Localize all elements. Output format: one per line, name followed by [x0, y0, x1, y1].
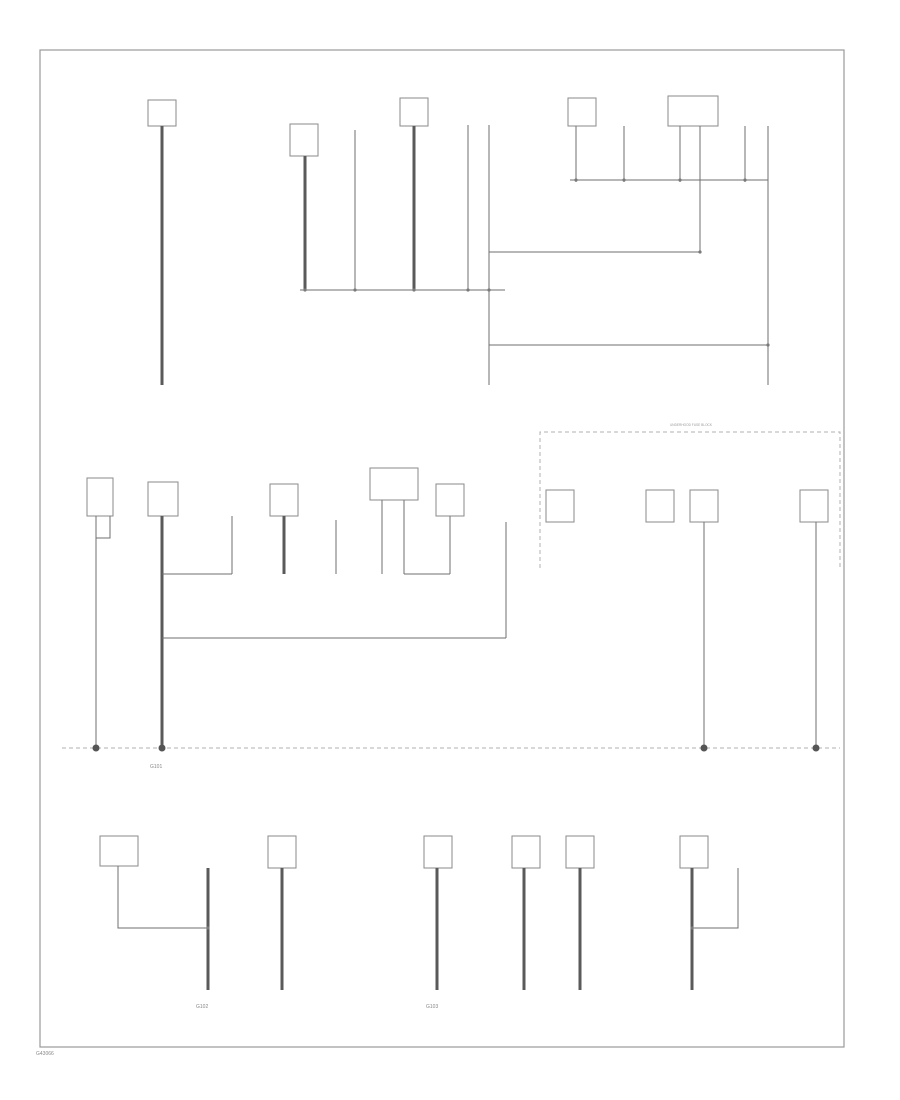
harness-enclosure: [539, 431, 841, 568]
splice-dot: [698, 250, 702, 254]
component-box: [267, 835, 297, 869]
diagram-reference-code: G43066: [36, 1051, 54, 1057]
ground-label: G102: [196, 1004, 208, 1010]
splice-dot: [303, 288, 307, 292]
component-box: [423, 835, 453, 869]
bottom-section: G102 G103: [99, 835, 739, 1010]
splice-dot: [678, 178, 682, 182]
harness-group-label: UNDERHOOD FUSE BLOCK: [670, 423, 713, 427]
component-box: [147, 481, 179, 517]
splice-dot: [412, 288, 416, 292]
ground-point: [812, 744, 820, 752]
splice-dot: [206, 926, 210, 930]
component-box: [147, 99, 177, 127]
component-box: [545, 489, 575, 523]
component-box: [435, 483, 465, 517]
splice-dot: [466, 288, 470, 292]
splice-dot: [743, 178, 747, 182]
component-box: [269, 483, 299, 517]
component-box: [667, 95, 719, 127]
ground-label: G101: [150, 764, 162, 770]
component-box: [567, 97, 597, 127]
component-box: [99, 835, 139, 867]
component-box: [565, 835, 595, 869]
splice-dot: [622, 178, 626, 182]
middle-section: G101 UNDERHOOD FUSE BLOCK: [62, 423, 841, 770]
wire: [96, 516, 111, 539]
wire: [692, 868, 739, 929]
component-box: [289, 123, 319, 157]
component-box: [689, 489, 719, 523]
splice-dot: [353, 288, 357, 292]
wire: [117, 866, 208, 929]
ground-label: G103: [426, 1004, 438, 1010]
component-box: [399, 97, 429, 127]
diagram-frame: [39, 49, 845, 1048]
splice-dot: [487, 288, 491, 292]
splice-dot: [766, 343, 770, 347]
component-box: [799, 489, 829, 523]
ground-point: [92, 744, 100, 752]
splice-dot: [690, 926, 694, 930]
ground-point: [158, 744, 166, 752]
component-box: [86, 477, 114, 517]
component-box: [369, 467, 419, 501]
component-box: [645, 489, 675, 523]
component-box: [679, 835, 709, 869]
splice-dot: [574, 178, 578, 182]
ground-point: [700, 744, 708, 752]
component-box: [511, 835, 541, 869]
top-section: [147, 95, 770, 385]
